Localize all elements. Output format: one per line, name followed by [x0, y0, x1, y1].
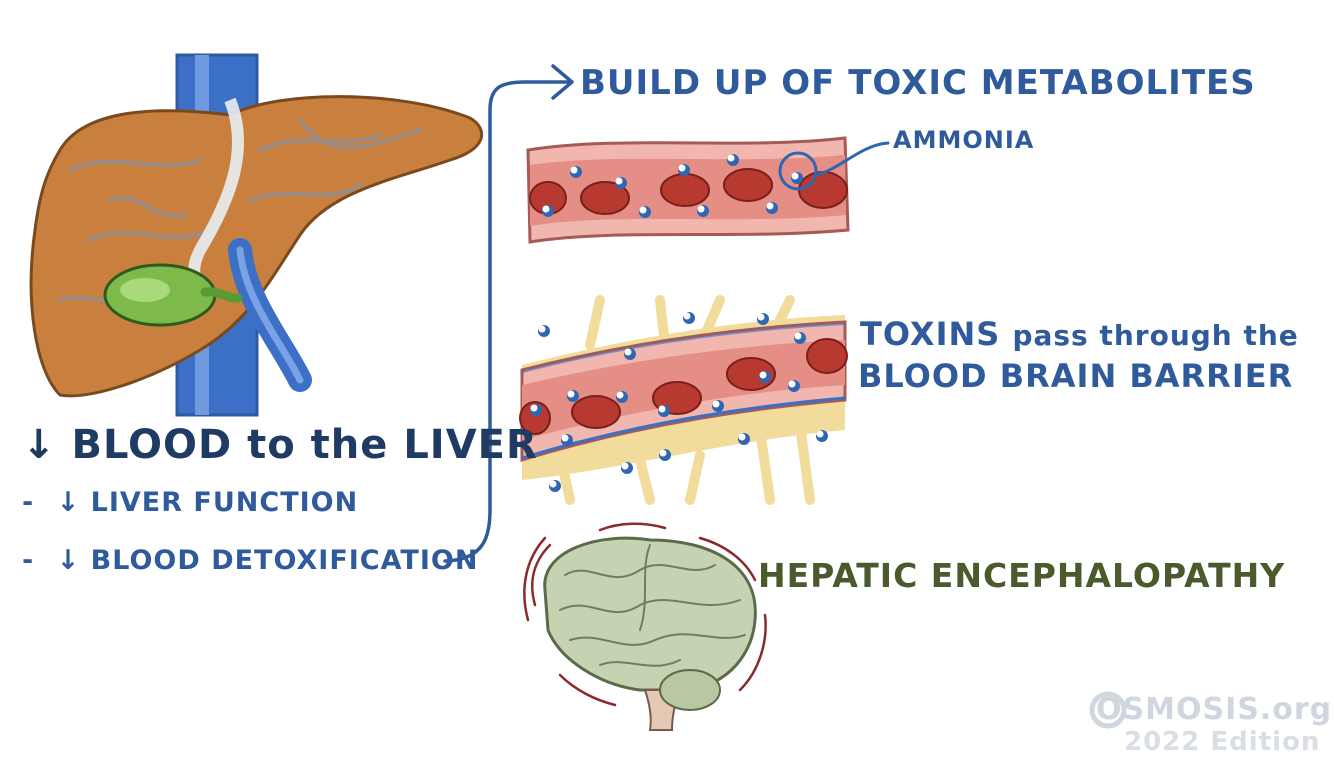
osmosis-logo-icon: [1089, 691, 1127, 729]
watermark-edition: 2022 Edition: [1124, 727, 1321, 757]
liver-illustration: [29, 53, 483, 417]
ammonia-label: AMMONIA: [893, 126, 1035, 154]
down-arrow-icon: ↓: [56, 545, 81, 576]
connector-arrow: [443, 80, 572, 563]
down-arrow-icon: ↓: [22, 422, 57, 468]
brain-illustration: [523, 522, 767, 731]
bullet-blood-detoxification: - ↓ BLOOD DETOXIFICATION: [22, 545, 478, 576]
blood-to-liver-heading: ↓ BLOOD to the LIVER: [22, 422, 538, 468]
connector-arrow-head: [551, 64, 574, 100]
blood-brain-barrier-illustration: [519, 295, 848, 505]
bullet-label: BLOOD DETOXIFICATION: [90, 545, 479, 576]
hepatic-encephalopathy-label: HEPATIC ENCEPHALOPATHY: [758, 556, 1286, 595]
down-arrow-icon: ↓: [56, 487, 81, 518]
bullet-liver-function: - ↓ LIVER FUNCTION: [22, 487, 358, 518]
toxins-label-line2: BLOOD BRAIN BARRIER: [858, 357, 1294, 395]
blood-vessel-illustration: [526, 136, 890, 244]
bullet-dash: -: [22, 487, 35, 518]
heading-text: BLOOD to the LIVER: [71, 422, 538, 468]
toxins-strong: TOXINS: [860, 315, 1001, 353]
toxins-rest: pass through the: [1012, 319, 1299, 352]
bullet-dash: -: [22, 545, 35, 576]
toxic-metabolites-label: BUILD UP OF TOXIC METABOLITES: [580, 63, 1256, 103]
bullet-label: LIVER FUNCTION: [90, 487, 359, 518]
watermark-brand: OSMOSIS.org: [1096, 692, 1333, 727]
toxins-label-line1: TOXINS pass through the: [860, 315, 1299, 353]
